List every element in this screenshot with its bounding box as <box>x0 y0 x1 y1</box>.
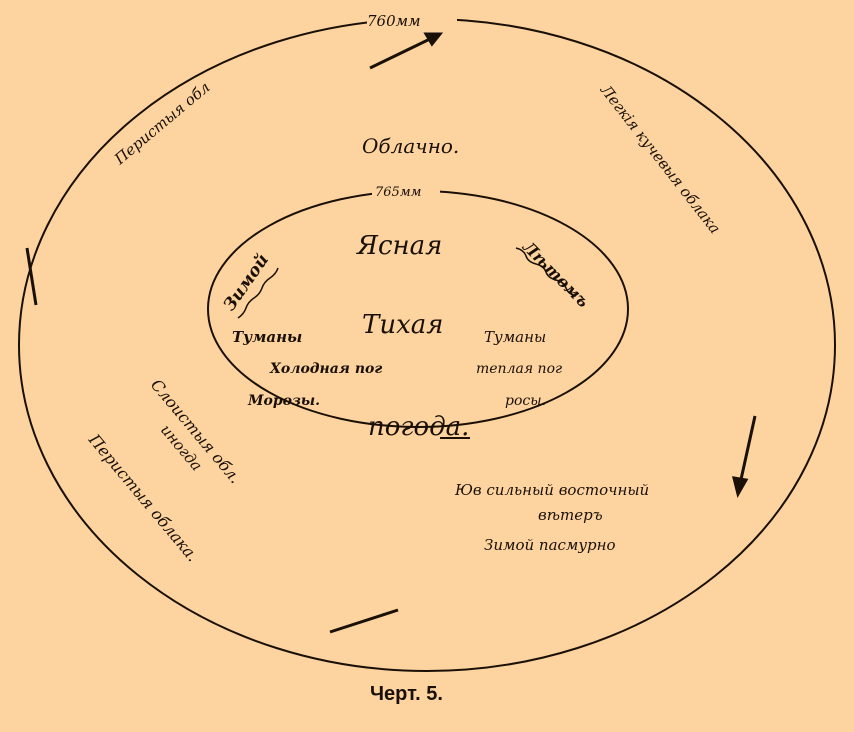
inner-isobar-ellipse <box>207 190 629 428</box>
label-calm: Тихая <box>362 310 443 340</box>
wind-mark-icon <box>329 608 399 634</box>
outer-isobar-ellipse <box>18 18 836 672</box>
wind-arrow-icon <box>731 415 757 498</box>
winter-item-frost: Морозы. <box>247 393 320 409</box>
outer-isobar-label: 760мм <box>367 12 421 30</box>
figure-caption: Черт. 5. <box>370 683 443 705</box>
wind-arrow-icon <box>369 32 444 70</box>
label-wind-2: вѣтеръ <box>538 506 603 524</box>
winter-item-cold: Холодная пог <box>269 361 382 377</box>
label-winter-overcast: Зимой пасмурно <box>484 536 616 554</box>
label-cloudy: Облачно. <box>362 134 459 158</box>
inner-label-gap <box>372 182 440 198</box>
summer-item-dew: росы. <box>505 393 546 409</box>
winter-item-fog: Туманы <box>232 328 302 346</box>
summer-item-warm: теплая пог <box>476 361 562 377</box>
outer-label-gap <box>367 10 457 30</box>
label-summer: Лѣтомъ <box>518 237 593 312</box>
label-clear: Ясная <box>356 231 442 261</box>
summer-item-fog: Туманы <box>484 328 546 346</box>
summer-wavy-underline <box>515 247 577 297</box>
label-cirrus-top-left: Перистыя обл <box>110 78 213 169</box>
inner-isobar-label: 765мм <box>375 185 421 200</box>
winter-wavy-underline <box>237 267 279 319</box>
label-cumulus-top-right: Легкія кучевыя облака <box>596 81 724 237</box>
label-wind: Юв сильный восточный <box>454 481 649 499</box>
wind-mark-icon <box>25 247 38 306</box>
